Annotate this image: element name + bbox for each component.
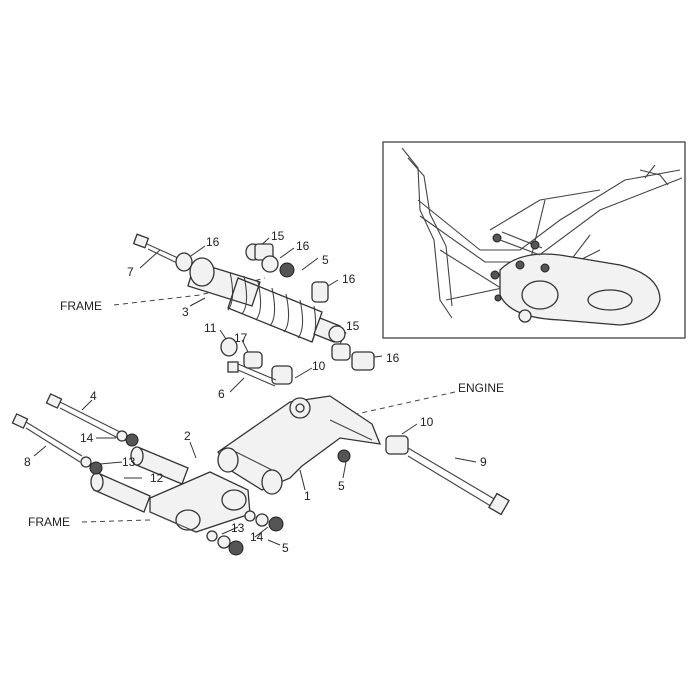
callout-5-c: 5 — [282, 541, 289, 555]
callout-14-a: 14 — [80, 431, 94, 445]
inset-frame-view — [382, 141, 686, 339]
callout-4: 4 — [90, 389, 97, 403]
callout-7: 7 — [127, 265, 134, 279]
callout-8: 8 — [24, 455, 31, 469]
callout-3: 3 — [182, 305, 189, 319]
frame-top-leader — [113, 277, 266, 306]
callout-14-b: 14 — [250, 530, 264, 544]
collar-16-mid — [311, 281, 329, 303]
swing-arm-1 — [217, 395, 382, 495]
callout-17: 17 — [234, 331, 248, 345]
callout-6: 6 — [218, 387, 225, 401]
callout-11: 11 — [204, 321, 217, 335]
callout-5-b: 5 — [338, 479, 345, 493]
nut-11 — [220, 337, 238, 357]
callout-13-b: 13 — [231, 521, 245, 535]
bolt-7 — [132, 233, 179, 264]
frame-label-bottom: FRAME — [28, 515, 70, 529]
callout-16-c: 16 — [342, 272, 356, 286]
link-2 — [149, 471, 251, 533]
shock-absorber-3 — [187, 257, 346, 343]
callout-16-a: 16 — [206, 235, 220, 249]
callout-12: 12 — [150, 471, 164, 485]
bolt-9 — [385, 435, 510, 516]
callout-15-a: 15 — [271, 229, 285, 243]
callout-16-d: 16 — [386, 351, 400, 365]
shock-absorber-assembly — [132, 233, 375, 387]
spacer-15-lower — [331, 343, 351, 361]
callout-10-a: 10 — [312, 359, 326, 373]
callout-15-b: 15 — [346, 319, 360, 333]
engine-label: ENGINE — [458, 381, 504, 395]
nut-5-swing — [337, 449, 351, 463]
spacers-12 — [90, 446, 189, 513]
bolt-8 — [11, 413, 103, 475]
collar-16-left — [175, 252, 193, 272]
bushing-10-upper — [271, 365, 293, 385]
callout-9: 9 — [480, 455, 487, 469]
frame-label-top: FRAME — [60, 299, 102, 313]
spacer-17 — [243, 351, 263, 369]
callout-5-a: 5 — [322, 253, 329, 267]
callout-1: 1 — [304, 489, 311, 503]
bolt-6 — [227, 361, 277, 387]
collar-16-top — [261, 255, 279, 273]
callout-10-b: 10 — [420, 415, 434, 429]
frame-bottom-leader — [81, 519, 151, 523]
nut-5-top — [279, 262, 295, 278]
callout-16-b: 16 — [296, 239, 310, 253]
lower-hardware — [206, 510, 284, 556]
callout-13-a: 13 — [122, 455, 136, 469]
callout-2: 2 — [184, 429, 191, 443]
engine-leader — [329, 391, 456, 421]
collar-10-right — [385, 435, 409, 455]
bolt-4 — [45, 393, 139, 447]
collar-16-lower — [351, 351, 375, 371]
